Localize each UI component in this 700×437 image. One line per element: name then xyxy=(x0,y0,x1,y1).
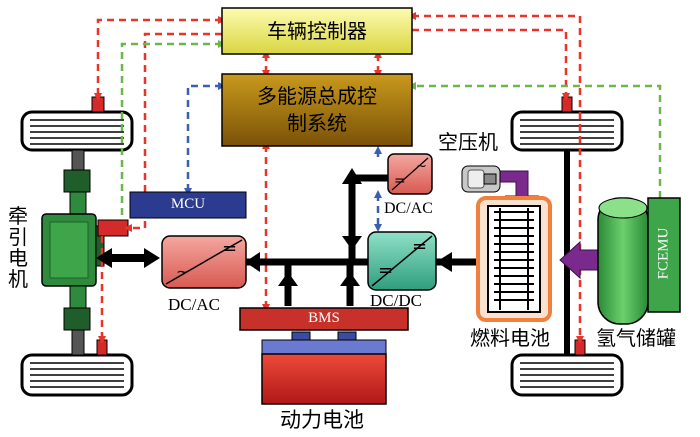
power-arrow xyxy=(96,248,112,268)
signal-line-green xyxy=(408,82,662,198)
air-compressor-icon xyxy=(461,165,501,193)
fcemu-label: FCEMU xyxy=(655,227,672,280)
traction-motor-char: 电 xyxy=(8,246,28,270)
vehicle-controller-label: 车辆控制器 xyxy=(267,19,367,43)
bms-label: BMS xyxy=(308,310,340,326)
dcdc-label: DC/DC xyxy=(370,291,422,310)
dcdc-symbol-dc-bottom: = xyxy=(378,260,394,281)
fuel-cell-stack xyxy=(476,196,552,322)
energy-controller-label-line1: 多能源总成控 xyxy=(257,84,377,108)
dcac-right-symbol-dc: = xyxy=(394,173,406,189)
signal-line-red xyxy=(408,12,584,344)
wheel-rear-left xyxy=(20,353,134,397)
power-arrow xyxy=(245,252,260,272)
signal-line-blue xyxy=(184,82,226,196)
power-arrow xyxy=(342,168,362,184)
vehicle-controller-box xyxy=(221,7,413,55)
power-arrow xyxy=(342,236,362,250)
mcu-box xyxy=(129,191,247,219)
traction-motor-icon xyxy=(41,149,105,356)
dcac-left-converter xyxy=(161,235,247,289)
dcdc-converter xyxy=(367,231,437,291)
hydrogen-tank-icon xyxy=(597,197,649,325)
fcemu-box xyxy=(647,197,681,313)
sensor-tab xyxy=(561,96,573,113)
traction-motor-label: 牵 引 电 机 xyxy=(6,206,30,290)
mcu-label: MCU xyxy=(170,196,206,212)
motor-sensor-block xyxy=(97,219,129,237)
wheel-front-left xyxy=(20,110,134,152)
hydrogen-flow-arrow xyxy=(559,240,599,280)
power-battery-icon xyxy=(261,331,387,405)
sensor-tab xyxy=(574,339,586,356)
power-arrow xyxy=(144,248,160,268)
bms-box xyxy=(239,307,409,331)
power-arrow xyxy=(436,252,452,272)
signal-line-red xyxy=(94,16,226,101)
signal-line-red xyxy=(124,32,222,232)
power-line xyxy=(108,254,148,262)
signal-line-red xyxy=(412,28,570,101)
dcac-left-symbol-ac: ~ xyxy=(176,262,190,281)
dcac-left-symbol-dc: = xyxy=(222,238,238,259)
signal-line-green xyxy=(120,40,226,218)
dcac-right-symbol-ac: ~ xyxy=(416,159,427,174)
air-compressor-label: 空压机 xyxy=(438,130,498,154)
fuel-cell-label: 燃料电池 xyxy=(470,326,550,350)
power-battery-label: 动力电池 xyxy=(280,408,364,432)
traction-motor-char: 机 xyxy=(8,267,28,291)
power-arrow xyxy=(278,272,298,286)
dcdc-symbol-dc-top: = xyxy=(412,236,428,257)
wheel-front-right xyxy=(510,110,624,152)
traction-motor-char: 牵 xyxy=(8,204,28,228)
energy-controller-box xyxy=(221,73,413,147)
dcac-left-label: DC/AC xyxy=(168,295,220,314)
dcac-right-label: DC/AC xyxy=(384,200,433,217)
power-arrow xyxy=(340,272,360,286)
sensor-tab xyxy=(96,339,108,356)
energy-controller-label-line2: 制系统 xyxy=(287,111,347,135)
hydrogen-tank-label: 氢气储罐 xyxy=(596,326,676,350)
sensor-tab xyxy=(91,96,105,113)
wheel-rear-right xyxy=(510,353,624,397)
traction-motor-char: 引 xyxy=(8,225,28,249)
dcac-right-converter xyxy=(387,153,433,195)
